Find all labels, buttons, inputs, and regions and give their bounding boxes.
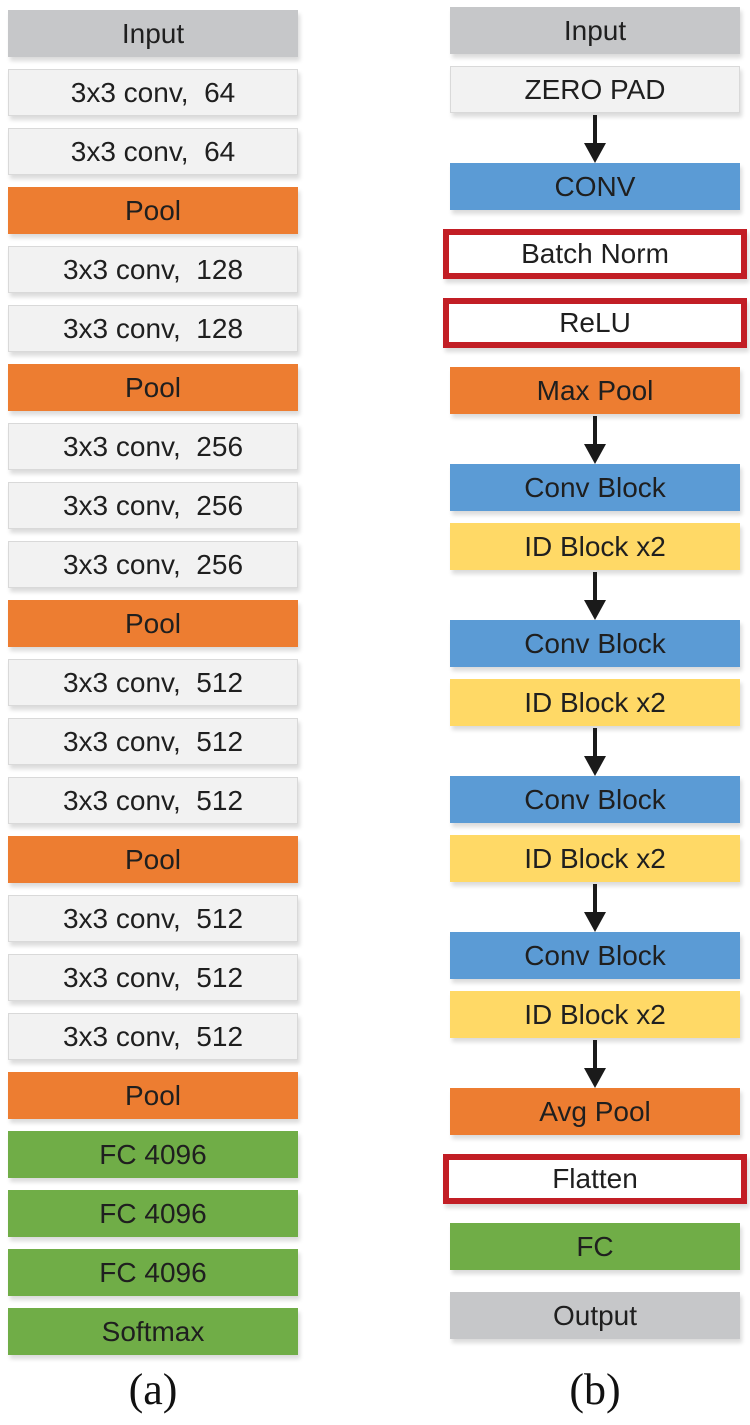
node-output: Output <box>450 1292 740 1339</box>
node-zero-pad: ZERO PAD <box>450 66 740 113</box>
node-3x3-conv-512: 3x3 conv, 512 <box>8 895 298 942</box>
node-3x3-conv-64: 3x3 conv, 64 <box>8 69 298 116</box>
node-id-block-x2: ID Block x2 <box>450 679 740 726</box>
caption-a: (a) <box>128 1365 178 1414</box>
node-3x3-conv-512: 3x3 conv, 512 <box>8 1013 298 1060</box>
node-3x3-conv-128: 3x3 conv, 128 <box>8 246 298 293</box>
node-id-block-x2: ID Block x2 <box>450 835 740 882</box>
node-3x3-conv-512: 3x3 conv, 512 <box>8 659 298 706</box>
arrow-down-icon <box>582 115 608 163</box>
arrow-down-glyph <box>584 1040 606 1088</box>
arrow-down-glyph <box>584 115 606 163</box>
node-fc-4096: FC 4096 <box>8 1249 298 1296</box>
node-fc-4096: FC 4096 <box>8 1131 298 1178</box>
node-3x3-conv-256: 3x3 conv, 256 <box>8 482 298 529</box>
node-flatten: Flatten <box>443 1154 747 1204</box>
node-3x3-conv-512: 3x3 conv, 512 <box>8 718 298 765</box>
arrow-down-glyph <box>584 884 606 932</box>
arrow-down-icon <box>582 416 608 464</box>
node-pool: Pool <box>8 187 298 234</box>
node-batch-norm: Batch Norm <box>443 229 747 279</box>
node-pool: Pool <box>8 364 298 411</box>
node-3x3-conv-128: 3x3 conv, 128 <box>8 305 298 352</box>
node-max-pool: Max Pool <box>450 367 740 414</box>
node-relu: ReLU <box>443 298 747 348</box>
node-input: Input <box>8 10 298 57</box>
node-conv-block: Conv Block <box>450 464 740 511</box>
arrow-down-icon <box>582 1040 608 1088</box>
node-conv-block: Conv Block <box>450 776 740 823</box>
node-avg-pool: Avg Pool <box>450 1088 740 1135</box>
arrow-down-icon <box>582 728 608 776</box>
node-3x3-conv-256: 3x3 conv, 256 <box>8 541 298 588</box>
node-conv-block: Conv Block <box>450 932 740 979</box>
node-id-block-x2: ID Block x2 <box>450 991 740 1038</box>
node-pool: Pool <box>8 1072 298 1119</box>
node-pool: Pool <box>8 600 298 647</box>
node-3x3-conv-256: 3x3 conv, 256 <box>8 423 298 470</box>
node-fc: FC <box>450 1223 740 1270</box>
arrow-down-glyph <box>584 728 606 776</box>
node-3x3-conv-512: 3x3 conv, 512 <box>8 777 298 824</box>
caption-b: (b) <box>569 1365 621 1414</box>
node-id-block-x2: ID Block x2 <box>450 523 740 570</box>
node-3x3-conv-64: 3x3 conv, 64 <box>8 128 298 175</box>
arrow-down-icon <box>582 572 608 620</box>
node-conv-block: Conv Block <box>450 620 740 667</box>
node-3x3-conv-512: 3x3 conv, 512 <box>8 954 298 1001</box>
arrow-down-icon <box>582 884 608 932</box>
node-pool: Pool <box>8 836 298 883</box>
diagram-a-column: Input 3x3 conv, 64 3x3 conv, 64 Pool 3x3 con… <box>8 10 298 1355</box>
node-fc-4096: FC 4096 <box>8 1190 298 1237</box>
arrow-down-glyph <box>584 572 606 620</box>
node-softmax: Softmax <box>8 1308 298 1355</box>
arrow-down-glyph <box>584 416 606 464</box>
node-input: Input <box>450 7 740 54</box>
node-conv: CONV <box>450 163 740 210</box>
